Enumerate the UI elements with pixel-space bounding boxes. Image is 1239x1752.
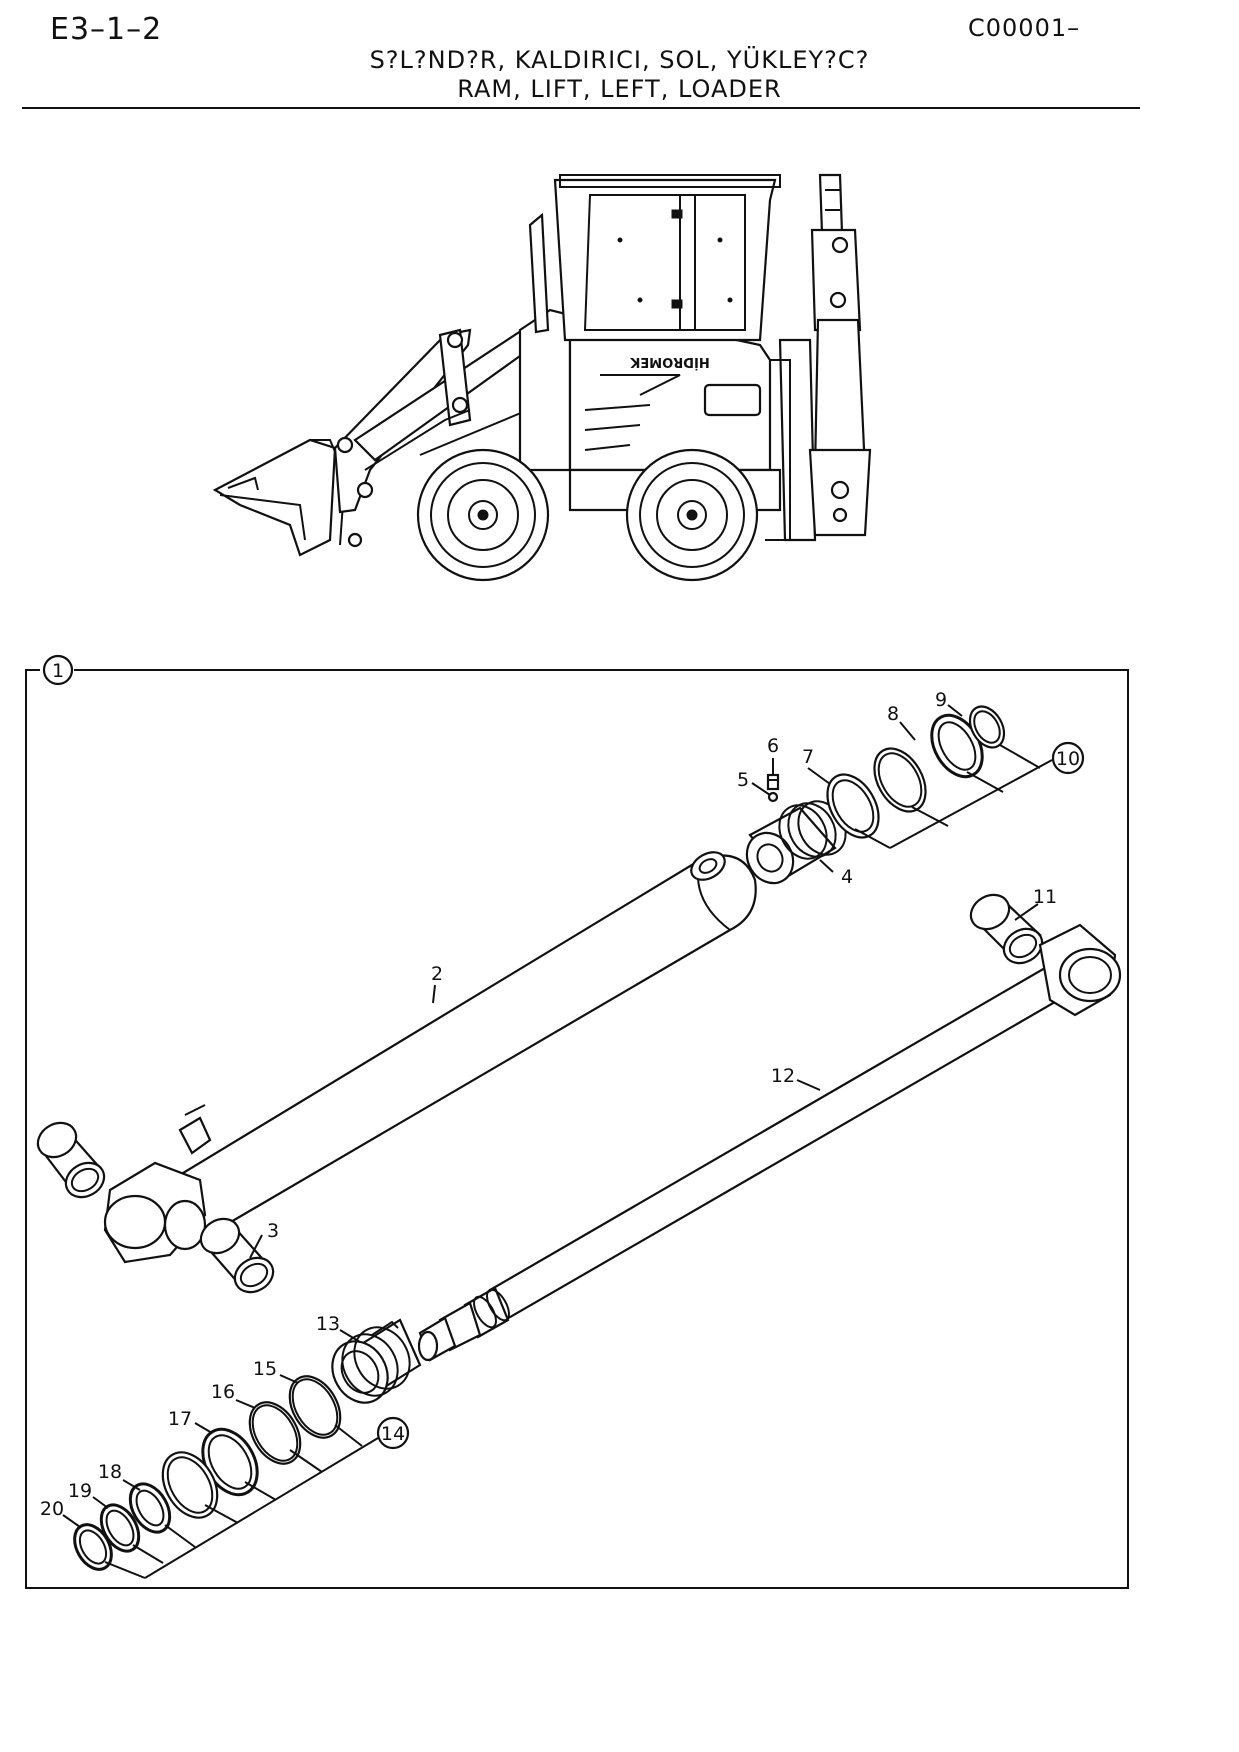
part-label-10: 10 (1056, 748, 1080, 770)
catalog-code: C00001– (968, 14, 1081, 42)
part-label-14: 14 (381, 1423, 405, 1445)
seal-ring-18 (128, 1482, 172, 1534)
part-label-12: 12 (771, 1065, 795, 1087)
part-label-7: 7 (802, 746, 814, 768)
set-screw-6 (766, 773, 780, 791)
header-rule (22, 107, 1140, 109)
page-code: E3–1–2 (50, 12, 163, 47)
part-label-2: 2 (431, 963, 443, 985)
backhoe-loader-illustration: HİDROMEK (212, 173, 872, 582)
part-label-4: 4 (841, 866, 853, 888)
pivot-bushing-3 (199, 1217, 275, 1294)
machine-cab (553, 174, 781, 342)
part-label-17: 17 (168, 1408, 192, 1430)
part-label-19: 19 (68, 1480, 92, 1502)
part-label-15: 15 (253, 1358, 277, 1380)
seal-ring-17b (161, 1451, 219, 1519)
seal-ring-16 (248, 1401, 302, 1465)
wiper-ring-9 (968, 705, 1006, 749)
part-label-13: 13 (316, 1313, 340, 1335)
pivot-bushing-left (36, 1121, 106, 1199)
seal-ring-20 (73, 1523, 113, 1571)
title-english: RAM, LIFT, LEFT, LOADER (457, 75, 782, 103)
part-label-6: 6 (767, 735, 779, 757)
leader-lines (62, 704, 1053, 1579)
part-label-3: 3 (267, 1220, 279, 1242)
part-label-20: 20 (40, 1498, 64, 1520)
brand-text: HİDROMEK (629, 354, 709, 370)
group-callout-14-circle (376, 1416, 410, 1450)
part-label-9: 9 (935, 689, 947, 711)
cylinder-barrel (103, 851, 757, 1264)
part-label-11: 11 (1033, 886, 1057, 908)
part-label-5: 5 (737, 769, 749, 791)
seal-ring-8-outer (873, 747, 927, 813)
rear-wheel (625, 448, 759, 582)
cylinder-head-gland (745, 800, 847, 885)
pivot-bushing-11 (969, 893, 1044, 965)
backhoe-arm (765, 173, 872, 542)
loader-bucket (212, 438, 347, 557)
group-callout-10-circle (1051, 741, 1085, 775)
part-labels: 2 3 4 5 6 7 8 9 10 11 12 13 14 15 16 17 … (40, 689, 1085, 1520)
title-turkish: S?L?ND?R, KALDIRICI, SOL, YÜKLEY?C? (369, 46, 870, 74)
part-label-16: 16 (211, 1381, 235, 1403)
part-label-18: 18 (98, 1461, 122, 1483)
assembly-callout-circle (42, 654, 74, 686)
loader-arm (333, 323, 547, 548)
part-label-8: 8 (887, 703, 899, 725)
seal-ring-15 (288, 1375, 342, 1439)
ball-5 (767, 791, 779, 803)
assembly-callout: 1 (52, 660, 64, 682)
seal-ring-7 (826, 773, 880, 839)
piston-rod (417, 923, 1122, 1362)
exploded-view-frame (25, 669, 1129, 1589)
front-wheel (416, 448, 550, 582)
